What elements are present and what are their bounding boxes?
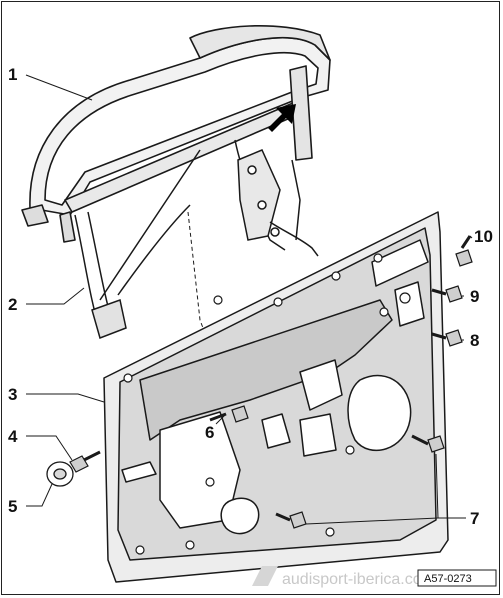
panel-holes: [123, 253, 411, 555]
bolt-item-6: [209, 405, 249, 423]
bolt-item-8: [431, 329, 463, 347]
callout-8: 8: [470, 331, 479, 350]
callout-1: 1: [8, 65, 17, 84]
watermark-logo: audisport-iberica.com: [252, 566, 435, 588]
callout-6: 6: [205, 423, 214, 442]
bolt-item-7a: [411, 434, 445, 453]
direction-arrow: [268, 104, 296, 132]
grommet-item-5: [46, 461, 74, 487]
callout-3: 3: [8, 385, 17, 404]
bolt-item-4: [69, 450, 101, 473]
figure-code: A57-0273: [424, 573, 472, 585]
leader-line-5: [26, 483, 53, 507]
leader-lines: [25, 74, 473, 525]
window-frame: [21, 24, 331, 243]
callout-9: 9: [470, 287, 479, 306]
leader-line-1: [25, 74, 93, 101]
callout-7: 7: [470, 509, 479, 528]
callout-10: 10: [474, 227, 493, 246]
callout-2: 2: [8, 295, 17, 314]
leader-line-10: [469, 235, 473, 239]
leader-line-7b: [305, 517, 439, 525]
leader-line-6: [215, 413, 227, 425]
callout-5: 5: [8, 497, 17, 516]
leader-line-3: [26, 393, 105, 403]
watermark-text: audisport-iberica.com: [282, 571, 435, 588]
figure-code-box: [417, 569, 497, 587]
leader-line-4: [26, 435, 73, 461]
bolt-item-9: [431, 285, 463, 303]
callout-4: 4: [8, 427, 18, 446]
window-regulator: [74, 139, 319, 339]
leader-line-2: [26, 287, 85, 305]
bolt-item-10: [455, 235, 473, 267]
door-inner-panel: [103, 211, 449, 583]
